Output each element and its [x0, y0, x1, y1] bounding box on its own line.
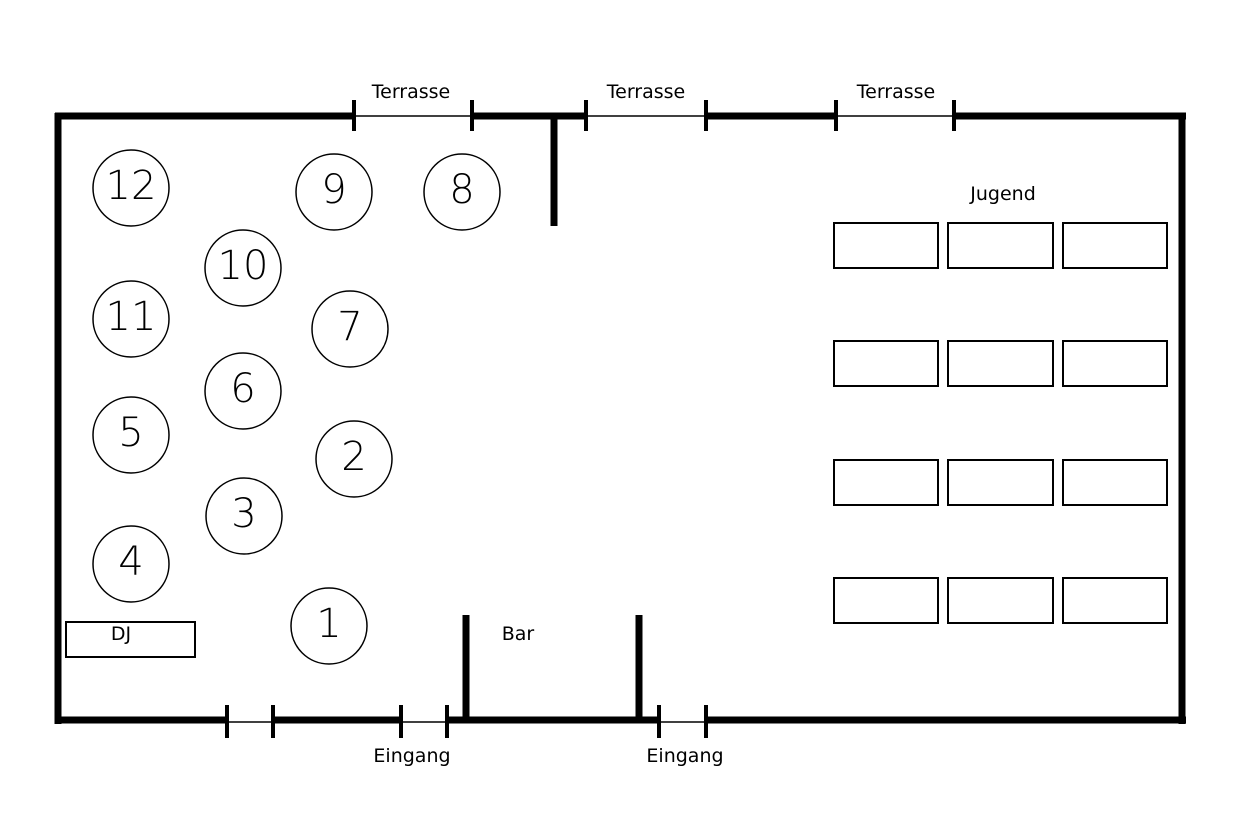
round-table-shape — [290, 587, 368, 665]
rect-table — [947, 459, 1054, 506]
terrace-label: Terrasse — [371, 81, 451, 103]
table-number: 9 — [321, 167, 346, 213]
round-table-shape — [423, 153, 501, 231]
table-number: 12 — [106, 163, 157, 209]
table-number: 11 — [106, 294, 157, 340]
terrace-label: Terrasse — [856, 81, 936, 103]
round-table: 9 — [295, 153, 373, 231]
table-number: 5 — [118, 410, 143, 456]
round-table-shape — [204, 229, 282, 307]
round-table-shape — [311, 290, 389, 368]
round-table-shape — [92, 280, 170, 358]
round-table: 4 — [92, 525, 170, 603]
table-number: 8 — [449, 167, 474, 213]
rect-table — [833, 340, 939, 387]
round-table: 3 — [205, 477, 283, 555]
round-table-shape — [92, 396, 170, 474]
round-table: 12 — [92, 149, 170, 227]
rect-table — [833, 577, 939, 624]
round-table: 2 — [315, 420, 393, 498]
table-number: 7 — [337, 304, 362, 350]
table-number: 4 — [118, 539, 143, 585]
rect-table — [947, 222, 1054, 269]
terrace-label: Terrasse — [606, 81, 686, 103]
round-table-shape — [92, 525, 170, 603]
round-table: 7 — [311, 290, 389, 368]
round-table-shape — [92, 149, 170, 227]
round-table-shape — [204, 352, 282, 430]
youth-label: Jugend — [969, 183, 1036, 205]
table-number: 6 — [230, 366, 255, 412]
round-tables: 1 2 3 4 5 6 7 8 — [92, 149, 501, 665]
entrance-label: Eingang — [646, 745, 723, 767]
table-number: 1 — [316, 601, 341, 647]
dj-booth: DJ — [65, 621, 196, 658]
round-table: 11 — [92, 280, 170, 358]
rect-table — [833, 222, 939, 269]
round-table-shape — [205, 477, 283, 555]
rect-table — [1062, 340, 1168, 387]
rect-table — [1062, 459, 1168, 506]
table-number: 2 — [341, 434, 366, 480]
entrance-label: Eingang — [373, 745, 450, 767]
round-table-shape — [295, 153, 373, 231]
dj-label: DJ — [111, 623, 131, 645]
table-number: 10 — [218, 243, 269, 289]
round-table: 6 — [204, 352, 282, 430]
round-table: 5 — [92, 396, 170, 474]
youth-tables — [833, 222, 1168, 624]
rect-table — [1062, 577, 1168, 624]
rect-table — [1062, 222, 1168, 269]
round-table: 10 — [204, 229, 282, 307]
bar-label: Bar — [502, 623, 535, 645]
dj-table — [65, 621, 196, 658]
rect-table — [833, 459, 939, 506]
round-table: 1 — [290, 587, 368, 665]
round-table: 8 — [423, 153, 501, 231]
round-table-shape — [315, 420, 393, 498]
walls — [54, 112, 1186, 724]
table-number: 3 — [231, 491, 256, 537]
rect-table — [947, 577, 1054, 624]
openings — [225, 100, 956, 738]
rect-table — [947, 340, 1054, 387]
